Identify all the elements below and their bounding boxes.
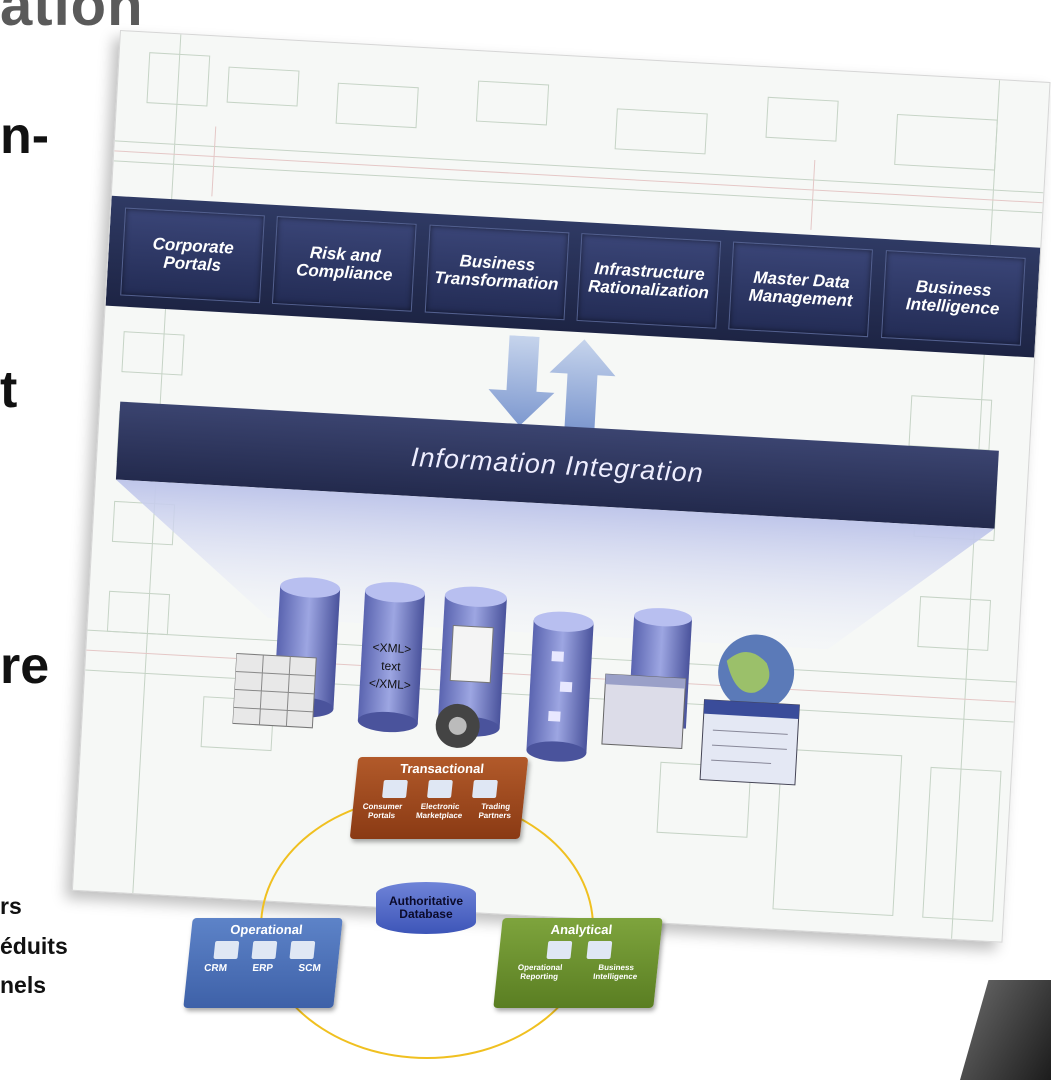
authoritative-database: Authoritative Database [376,882,476,934]
header-business-transformation: Business Transformation [424,224,570,321]
scm-icon [289,941,316,959]
operational-title: Operational [229,922,304,937]
analytical-subs: Operational Reporting Business Intellige… [496,963,658,981]
header-corporate-portals: Corporate Portals [120,207,266,304]
bidirectional-arrows-icon [488,335,616,431]
analytical-card: Analytical Operational Reporting Busines… [493,918,663,1008]
svg-text:text: text [381,659,402,674]
web-globe-icon [699,634,800,786]
slide-word-2: t [0,361,18,419]
consumer-portals-icon [382,780,409,798]
operational-card: Operational CRM ERP SCM [183,918,343,1008]
operational-sub-crm: CRM [203,963,228,974]
transactional-sub-2: Electronic Marketplace [415,802,463,820]
architecture-sheet: Corporate Portals Risk and Compliance Bu… [71,30,1051,943]
crm-icon [213,941,240,959]
operational-icons [188,937,340,959]
slide-word-3: re [0,637,50,695]
content-database-icon [435,586,507,748]
header-corporate-portals-label: Corporate Portals [152,234,235,275]
svg-text:</XML>: </XML> [369,676,412,692]
data-sources-row: <XML> text </XML> [231,577,800,786]
business-intelligence-icon [586,941,613,959]
header-master-data-management: Master Data Management [728,241,874,338]
dark-corner-shape [960,980,1051,1080]
relational-database-icon [231,577,341,729]
authoritative-database-label: Authoritative Database [388,893,463,921]
header-risk-compliance-label: Risk and Compliance [295,243,393,285]
slide-word-1: n- [0,107,50,165]
operational-reporting-icon [546,941,573,959]
operational-subs: CRM ERP SCM [187,963,338,974]
transactional-icons [354,776,526,798]
trading-partners-icon [471,780,498,798]
transactional-subs: Consumer Portals Electronic Marketplace … [352,802,524,820]
operational-sub-scm: SCM [297,963,322,974]
header-master-data-management-label: Master Data Management [748,267,853,311]
header-risk-compliance: Risk and Compliance [272,216,418,312]
header-business-transformation-label: Business Transformation [433,251,560,294]
slide-title-fragment: ation [0,0,144,38]
analytical-icons [498,937,660,959]
transactional-sub-1: Consumer Portals [362,802,403,820]
header-infrastructure-rationalization-label: Infrastructure Rationalization [587,259,710,303]
document-database-icon [526,611,594,762]
transactional-card: Transactional Consumer Portals Electroni… [349,757,529,839]
analytical-title: Analytical [550,922,614,937]
xml-database-icon: <XML> text </XML> [357,582,426,733]
analytical-sub-1: Operational Reporting [517,963,563,981]
header-business-intelligence-label: Business Intelligence [905,277,1000,319]
electronic-marketplace-icon [426,780,453,798]
transactional-sub-3: Trading Partners [478,802,512,820]
application-database-icon [601,608,693,750]
erp-icon [251,941,278,959]
slide-word-6: nels [0,972,47,998]
analytical-sub-2: Business Intelligence [592,963,638,981]
information-integration-label: Information Integration [410,441,705,488]
svg-text:<XML>: <XML> [372,640,411,656]
header-infrastructure-rationalization: Infrastructure Rationalization [576,233,722,329]
operational-sub-erp: ERP [251,963,274,974]
slide-word-5: éduits [0,933,68,959]
header-business-intelligence: Business Intelligence [880,250,1026,346]
slide-word-4: rs [0,893,22,919]
transactional-title: Transactional [399,761,485,776]
